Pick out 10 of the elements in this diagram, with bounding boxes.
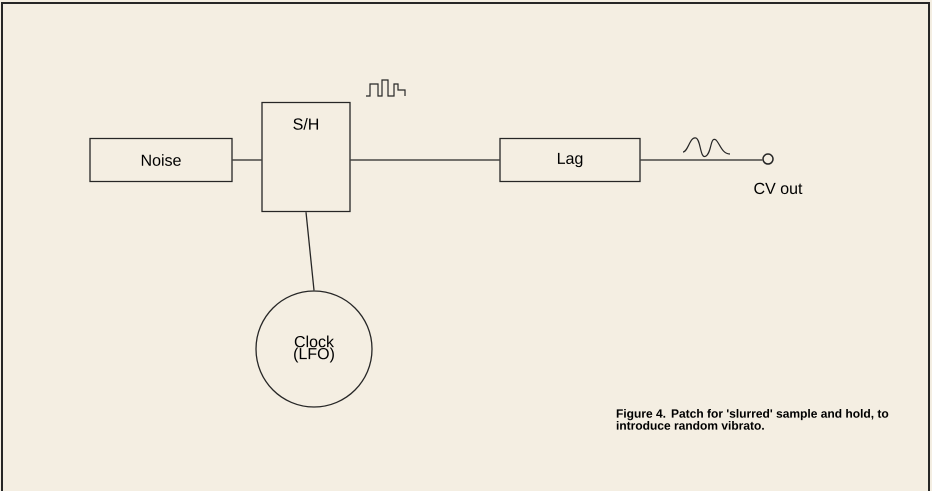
connector-line (305, 212, 315, 290)
module-box: Noise (89, 138, 233, 182)
connector-line (232, 159, 262, 161)
module-box: S/H (261, 102, 351, 212)
terminal-circle (762, 153, 774, 165)
connector-line (640, 159, 762, 161)
output-label: CV out (754, 182, 802, 194)
connector-line (350, 159, 500, 161)
caption: Figure 4. Patch for 'slurred' sample and hold, to introduce random vibrato. (616, 409, 888, 430)
module-box: Lag (499, 138, 641, 182)
